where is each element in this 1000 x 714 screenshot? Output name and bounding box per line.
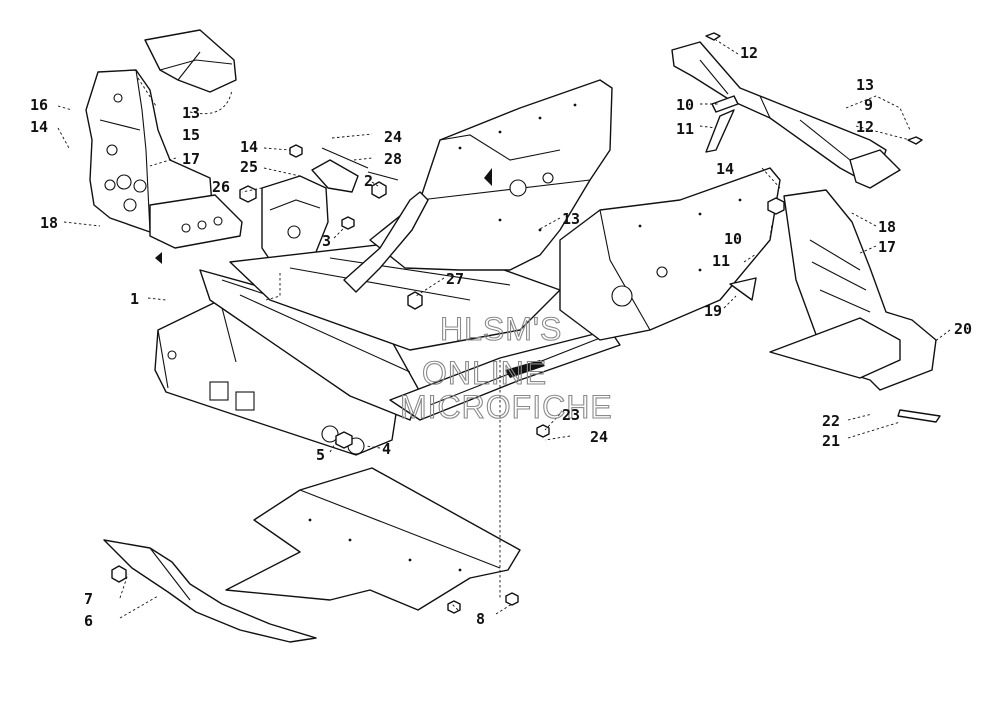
callout-11-top: 11 xyxy=(676,120,694,138)
bolt-8a xyxy=(447,600,461,614)
washer-4 xyxy=(335,431,353,449)
watermark: HLSM'S ONLINE MICROFICHE xyxy=(399,310,613,425)
callout-24-top: 24 xyxy=(384,128,402,146)
watermark-line-3: MICROFICHE xyxy=(400,389,613,425)
callout-13-right: 13 xyxy=(856,76,874,94)
callout-12-top: 12 xyxy=(740,44,758,62)
callout-15: 15 xyxy=(182,126,200,144)
callout-25: 25 xyxy=(240,158,258,176)
left-steering-support xyxy=(85,29,243,264)
belly-pan xyxy=(225,467,521,611)
watermark-line-1: HLSM'S xyxy=(440,311,562,347)
callout-13-left: 13 xyxy=(182,104,200,122)
bolt-8b xyxy=(505,592,519,606)
callout-1: 1 xyxy=(130,290,139,308)
callout-14-right: 14 xyxy=(716,160,734,178)
leader-lines xyxy=(57,39,951,619)
callout-10-top: 10 xyxy=(676,96,694,114)
steering-tower-bracket xyxy=(239,144,359,267)
callout-6: 6 xyxy=(84,612,93,630)
callout-10-bottom: 10 xyxy=(724,230,742,248)
callout-7: 7 xyxy=(84,590,93,608)
callout-23: 23 xyxy=(562,406,580,424)
callout-4: 4 xyxy=(382,440,391,458)
callout-20: 20 xyxy=(954,320,972,338)
callout-9: 9 xyxy=(864,96,873,114)
callout-28: 28 xyxy=(384,150,402,168)
callout-13-center: 13 xyxy=(562,210,580,228)
callout-19: 19 xyxy=(704,302,722,320)
frame-tube xyxy=(321,147,429,293)
right-steering-support xyxy=(729,189,941,423)
callout-14-center: 14 xyxy=(240,138,258,156)
front-skid-plate xyxy=(103,539,317,643)
callout-18-right: 18 xyxy=(878,218,896,236)
callout-12-right: 12 xyxy=(856,118,874,136)
callout-26: 26 xyxy=(212,178,230,196)
callout-2: 2 xyxy=(364,172,373,190)
callout-11-bottom: 11 xyxy=(712,252,730,270)
callout-16: 16 xyxy=(30,96,48,114)
watermark-line-2: ONLINE xyxy=(422,355,547,391)
callout-21: 21 xyxy=(822,432,840,450)
callout-8: 8 xyxy=(476,610,485,628)
right-side-panel xyxy=(559,167,781,341)
steering-post xyxy=(671,32,923,189)
callout-22: 22 xyxy=(822,412,840,430)
callout-18-left: 18 xyxy=(40,214,58,232)
callout-3: 3 xyxy=(322,232,331,250)
callout-14-left: 14 xyxy=(30,118,48,136)
callout-24-bottom: 24 xyxy=(590,428,608,446)
callout-17-right: 17 xyxy=(878,238,896,256)
callout-5: 5 xyxy=(316,446,325,464)
nut-23 xyxy=(536,424,550,438)
left-side-panel xyxy=(369,79,613,271)
callout-labels: 16 14 18 13 15 17 14 25 26 24 28 2 3 13 … xyxy=(30,44,972,630)
callout-27: 27 xyxy=(446,270,464,288)
callout-17-left: 17 xyxy=(182,150,200,168)
